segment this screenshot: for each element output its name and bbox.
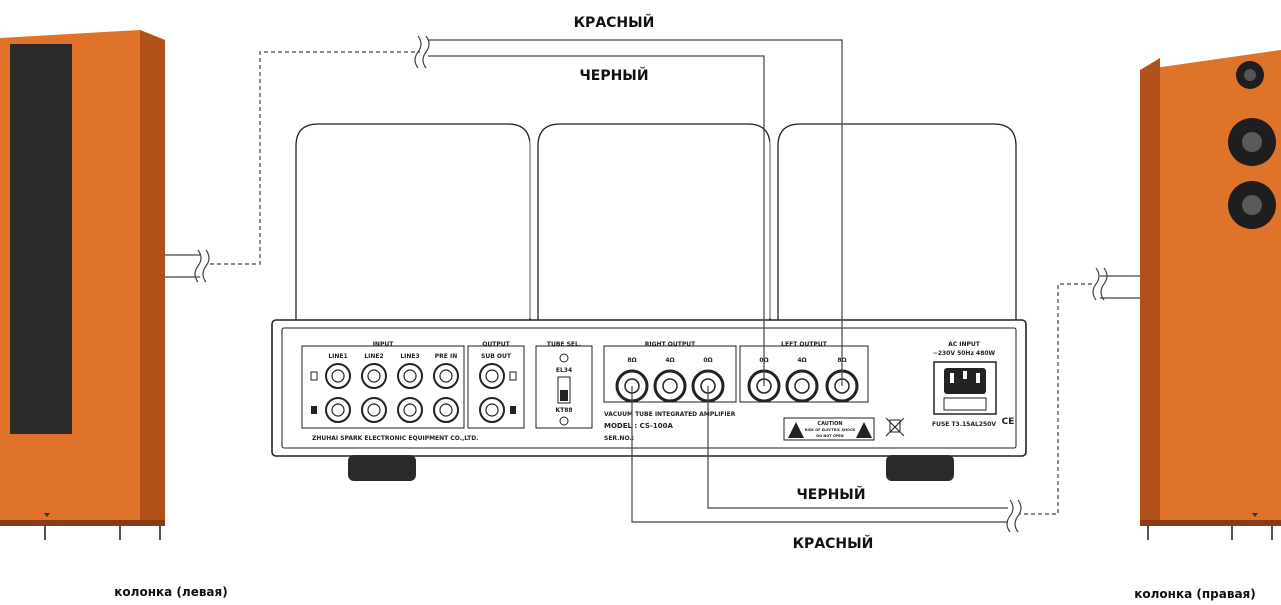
tube-option-kt88: KT88 <box>555 407 572 414</box>
right-speaker-cable <box>1020 283 1092 515</box>
left-speaker-cable <box>210 51 420 265</box>
product-line: VACUUM TUBE INTEGRATED AMPLIFIER <box>604 411 736 418</box>
amplifier-foot-right <box>886 455 954 481</box>
channel-marker-icon <box>311 406 317 414</box>
sub-out-label: SUB OUT <box>481 353 512 360</box>
caution-label: CAUTION RISK OF ELECTRIC SHOCK DO NOT OP… <box>783 417 875 441</box>
input-label: LINE2 <box>364 353 383 360</box>
tube-sel-frame <box>535 345 593 429</box>
right-speaker-logo <box>1252 513 1258 517</box>
input-group-title: INPUT <box>373 341 395 348</box>
left-terminal-label: 4Ω <box>797 357 806 364</box>
output-group-title: OUTPUT <box>482 341 510 348</box>
cable-break-icon <box>1006 499 1014 533</box>
transformer-cover-right <box>777 123 1017 320</box>
caution-title: CAUTION <box>817 421 842 427</box>
transformer-cover-left <box>295 123 531 320</box>
left-speaker-side <box>140 30 165 522</box>
left-speaker-caption: колонка (левая) <box>114 585 227 599</box>
black-wire-top <box>428 55 765 386</box>
serial-line: SER.NO.: <box>604 435 634 442</box>
cable-break-icon <box>414 35 422 69</box>
fuse-line: FUSE T3.15AL250V <box>932 421 996 428</box>
right-speaker-plinth <box>1140 520 1281 526</box>
fuse-drawer[interactable] <box>943 397 987 411</box>
black-wire-bottom <box>707 386 1008 509</box>
screw-icon <box>559 353 569 363</box>
transformer-cover-center <box>537 123 771 320</box>
left-speaker <box>0 30 165 540</box>
weee-bin-icon <box>885 417 905 437</box>
amplifier-panel-inner <box>281 327 1017 449</box>
caution-line-1: RISK OF ELECTRIC SHOCK <box>805 428 856 432</box>
input-label: LINE1 <box>328 353 347 360</box>
right-terminal-label: 0Ω <box>703 357 712 364</box>
right-terminal-label: 4Ω <box>665 357 674 364</box>
wire-label-red-bottom: КРАСНЫЙ <box>793 535 874 552</box>
tube-option-el34: EL34 <box>556 367 572 374</box>
left-speaker-logo <box>44 513 50 517</box>
input-label: LINE3 <box>400 353 419 360</box>
red-wire-top <box>428 39 843 386</box>
left-output-title: LEFT OUTPUT <box>781 341 828 348</box>
output-group-frame <box>467 345 525 429</box>
amplifier-foot-left <box>348 455 416 481</box>
input-group-frame <box>301 345 465 429</box>
ac-input-title: AC INPUT <box>948 341 981 348</box>
rca-jacks-bottom <box>325 397 459 423</box>
input-label: PRE IN <box>435 353 457 360</box>
model-line: MODEL : CS-100A <box>604 422 673 430</box>
warning-triangle-icon <box>788 422 804 438</box>
left-speaker-grille <box>10 44 72 434</box>
wire-label-red-top: КРАСНЫЙ <box>574 14 655 31</box>
wire-label-black-top: ЧЕРНЫЙ <box>579 67 648 84</box>
ce-mark: CE <box>1002 417 1015 427</box>
right-speaker-cabinet <box>1140 50 1281 520</box>
amplifier: INPUT LINE1 LINE2 LINE3 PRE IN OUTPUT SU… <box>271 123 1027 481</box>
wiring <box>165 35 1140 533</box>
right-terminal-label: 8Ω <box>627 357 636 364</box>
cable-break-icon <box>1092 267 1100 301</box>
right-speaker <box>1140 50 1281 540</box>
right-speaker-side <box>1140 58 1160 520</box>
ac-input-spec: ~230V 50Hz 480W <box>933 350 996 357</box>
channel-marker-icon <box>310 371 318 381</box>
rca-jacks-top <box>325 363 459 389</box>
red-wire-bottom <box>631 386 1008 523</box>
caution-line-2: DO NOT OPEN <box>816 434 844 438</box>
tube-sel-title: TUBE SEL. <box>547 341 581 348</box>
warning-triangle-icon <box>856 422 872 438</box>
cable-break-icon <box>194 249 202 283</box>
right-speaker-caption: колонка (правая) <box>1134 587 1255 601</box>
left-speaker-plinth <box>0 520 165 526</box>
wire-label-black-bottom: ЧЕРНЫЙ <box>796 486 865 503</box>
screw-icon <box>559 416 569 426</box>
right-output-title: RIGHT OUTPUT <box>645 341 696 348</box>
maker-line: ZHUHAI SPARK ELECTRONIC EQUIPMENT CO.,LT… <box>312 435 478 442</box>
